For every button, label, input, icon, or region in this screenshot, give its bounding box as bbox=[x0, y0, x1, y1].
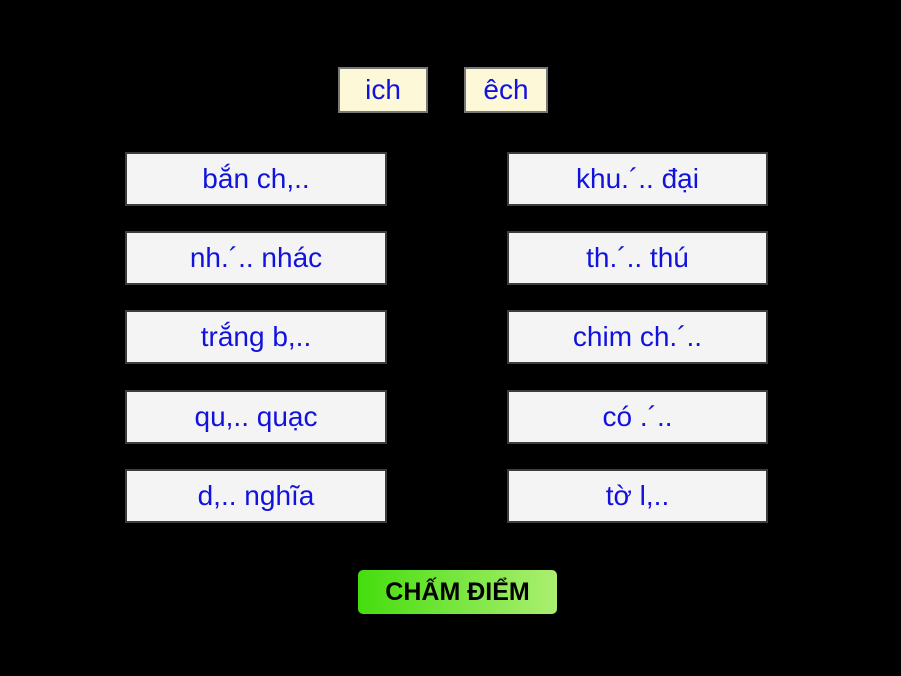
grade-button[interactable]: CHẤM ĐIỂM bbox=[358, 570, 557, 614]
phrase-card-left-3[interactable]: trắng b,.. bbox=[125, 310, 387, 364]
phrase-card-left-5[interactable]: d,.. nghĩa bbox=[125, 469, 387, 523]
phrase-card-left-4[interactable]: qu,.. quạc bbox=[125, 390, 387, 444]
phrase-card-right-1[interactable]: khu.´.. đại bbox=[507, 152, 768, 206]
phrase-card-right-2[interactable]: th.´.. thú bbox=[507, 231, 768, 285]
answer-chip-ech[interactable]: êch bbox=[464, 67, 548, 113]
phrase-card-left-1[interactable]: bắn ch,.. bbox=[125, 152, 387, 206]
answer-chip-ich[interactable]: ich bbox=[338, 67, 428, 113]
phrase-card-left-2[interactable]: nh.´.. nhác bbox=[125, 231, 387, 285]
phrase-card-right-3[interactable]: chim ch.´.. bbox=[507, 310, 768, 364]
phrase-card-right-5[interactable]: tờ l,.. bbox=[507, 469, 768, 523]
phrase-card-right-4[interactable]: có .´.. bbox=[507, 390, 768, 444]
